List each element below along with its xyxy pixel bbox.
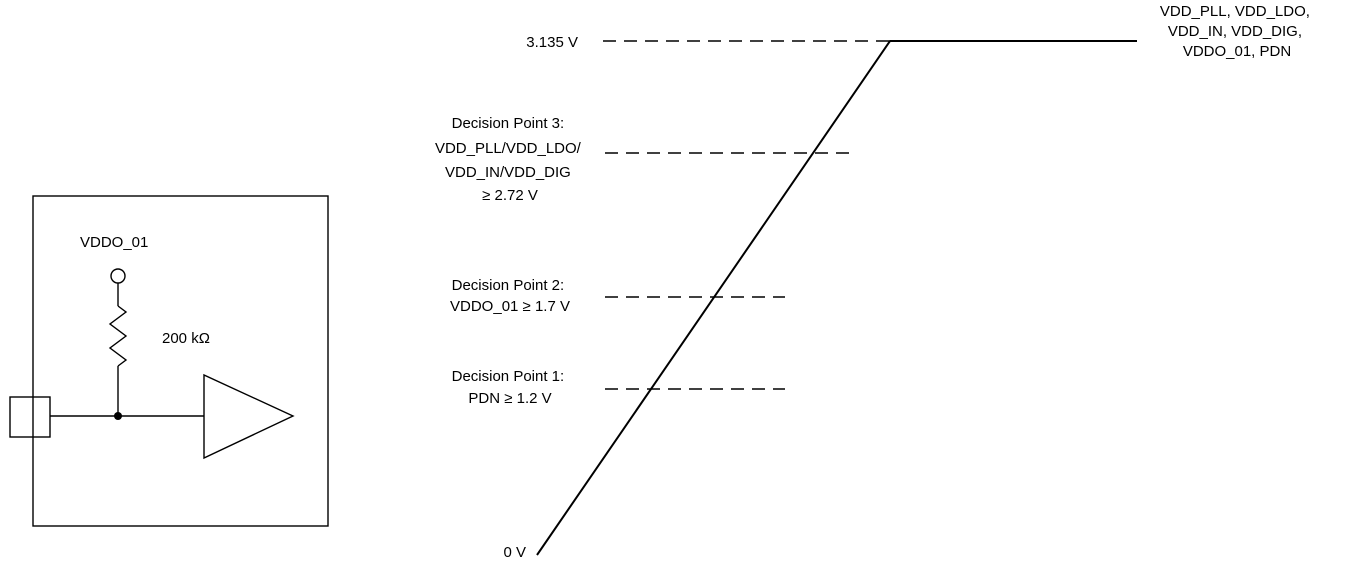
pull-up-resistor — [108, 305, 128, 367]
signals-label: VDD_PLL, VDD_LDO, VDD_IN, VDD_DIG, VDDO_… — [1160, 3, 1314, 60]
decision-point-1-line: PDN ≥ 1.2 V — [468, 390, 551, 407]
input-buffer — [203, 373, 295, 460]
decision-point-3-line: VDD_IN/VDD_DIG — [445, 164, 571, 181]
decision-point-3-line: VDD_PLL/VDD_LDO/ — [435, 140, 582, 157]
chip-boundary — [32, 195, 329, 527]
decision-point-2-line: Decision Point 2: — [452, 277, 565, 294]
supply-ramp-waveform: 3.135 V 0 V VDD_PLL, VDD_LDO, VDD_IN, VD… — [503, 3, 1314, 561]
junction-dot — [114, 412, 122, 420]
signals-label-line: VDD_IN, VDD_DIG, — [1168, 23, 1302, 40]
decision-point-3-label: Decision Point 3: VDD_PLL/VDD_LDO/ VDD_I… — [435, 115, 585, 204]
supply-label: VDDO_01 — [80, 234, 148, 251]
signals-label-line: VDDO_01, PDN — [1183, 43, 1291, 60]
final-level-label: 3.135 V — [526, 34, 578, 51]
input-pad — [9, 396, 51, 438]
pdn-input-circuit: VDDO_01 200 kΩ — [9, 195, 329, 527]
decision-point-1-line: Decision Point 1: — [452, 368, 565, 385]
resistor-label: 200 kΩ — [162, 330, 210, 347]
supply-ramp — [536, 40, 1137, 556]
signals-label-line: VDD_PLL, VDD_LDO, — [1160, 3, 1310, 20]
supply-terminal — [110, 268, 126, 284]
decision-point-3-line: Decision Point 3: — [452, 115, 565, 132]
decision-point-3-line: ≥ 2.72 V — [482, 187, 538, 204]
decision-point-2-line: VDDO_01 ≥ 1.7 V — [450, 298, 570, 315]
decision-point-2-label: Decision Point 2: VDDO_01 ≥ 1.7 V — [450, 277, 570, 315]
zero-level-label: 0 V — [503, 544, 526, 561]
decision-point-1-label: Decision Point 1: PDN ≥ 1.2 V — [452, 368, 569, 407]
